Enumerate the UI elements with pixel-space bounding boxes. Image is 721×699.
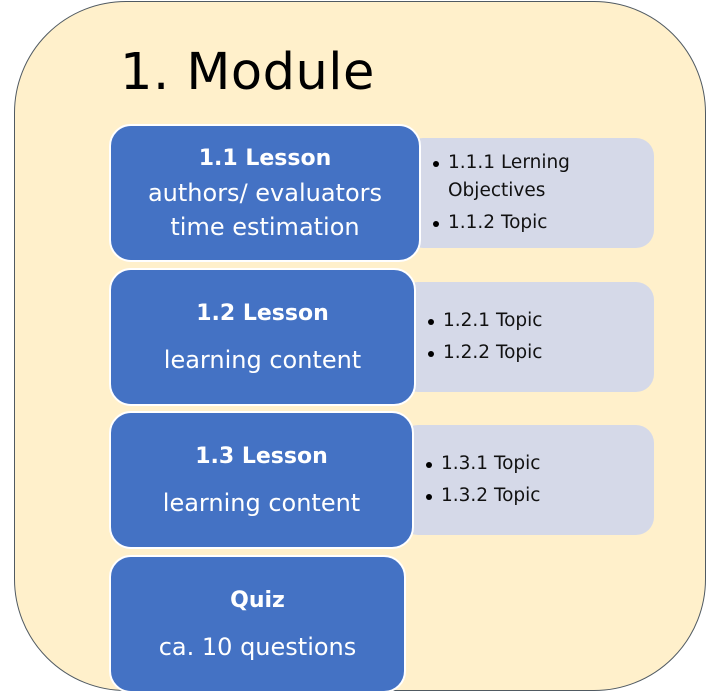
topic-item: 1.2.2 Topic [427, 339, 654, 367]
quiz-subtitle: ca. 10 questions [158, 633, 357, 661]
lesson-1-2-box: 1.2 Lesson learning content [109, 268, 416, 406]
topic-item: 1.1.1 Lerning Objectives [432, 149, 654, 205]
lesson-1-2-topics: 1.2.1 Topic 1.2.2 Topic [400, 282, 654, 392]
lesson-subtitle: authors/ evaluators [147, 179, 383, 207]
lesson-1-3-topics: 1.3.1 Topic 1.3.2 Topic [400, 425, 654, 535]
lesson-title: 1.1 Lesson [198, 146, 332, 171]
topic-item: 1.1.2 Topic [432, 209, 654, 237]
topic-item: 1.3.2 Topic [425, 482, 654, 510]
lesson-subtitle: learning content [163, 346, 362, 374]
lesson-subtitle: learning content [162, 489, 361, 517]
module-title: 1. Module [120, 43, 375, 102]
topic-item: 1.3.1 Topic [425, 450, 654, 478]
lesson-title: 1.2 Lesson [196, 301, 329, 326]
lesson-1-1-box: 1.1 Lesson authors/ evaluators time esti… [109, 124, 421, 262]
lesson-1-3-box: 1.3 Lesson learning content [109, 411, 414, 549]
quiz-box: Quiz ca. 10 questions [109, 555, 406, 693]
lesson-1-1-topics: 1.1.1 Lerning Objectives 1.1.2 Topic [405, 138, 654, 248]
quiz-title: Quiz [230, 588, 285, 613]
topic-item: 1.2.1 Topic [427, 307, 654, 335]
lesson-title: 1.3 Lesson [195, 444, 328, 469]
lesson-subtitle: time estimation [170, 213, 360, 241]
